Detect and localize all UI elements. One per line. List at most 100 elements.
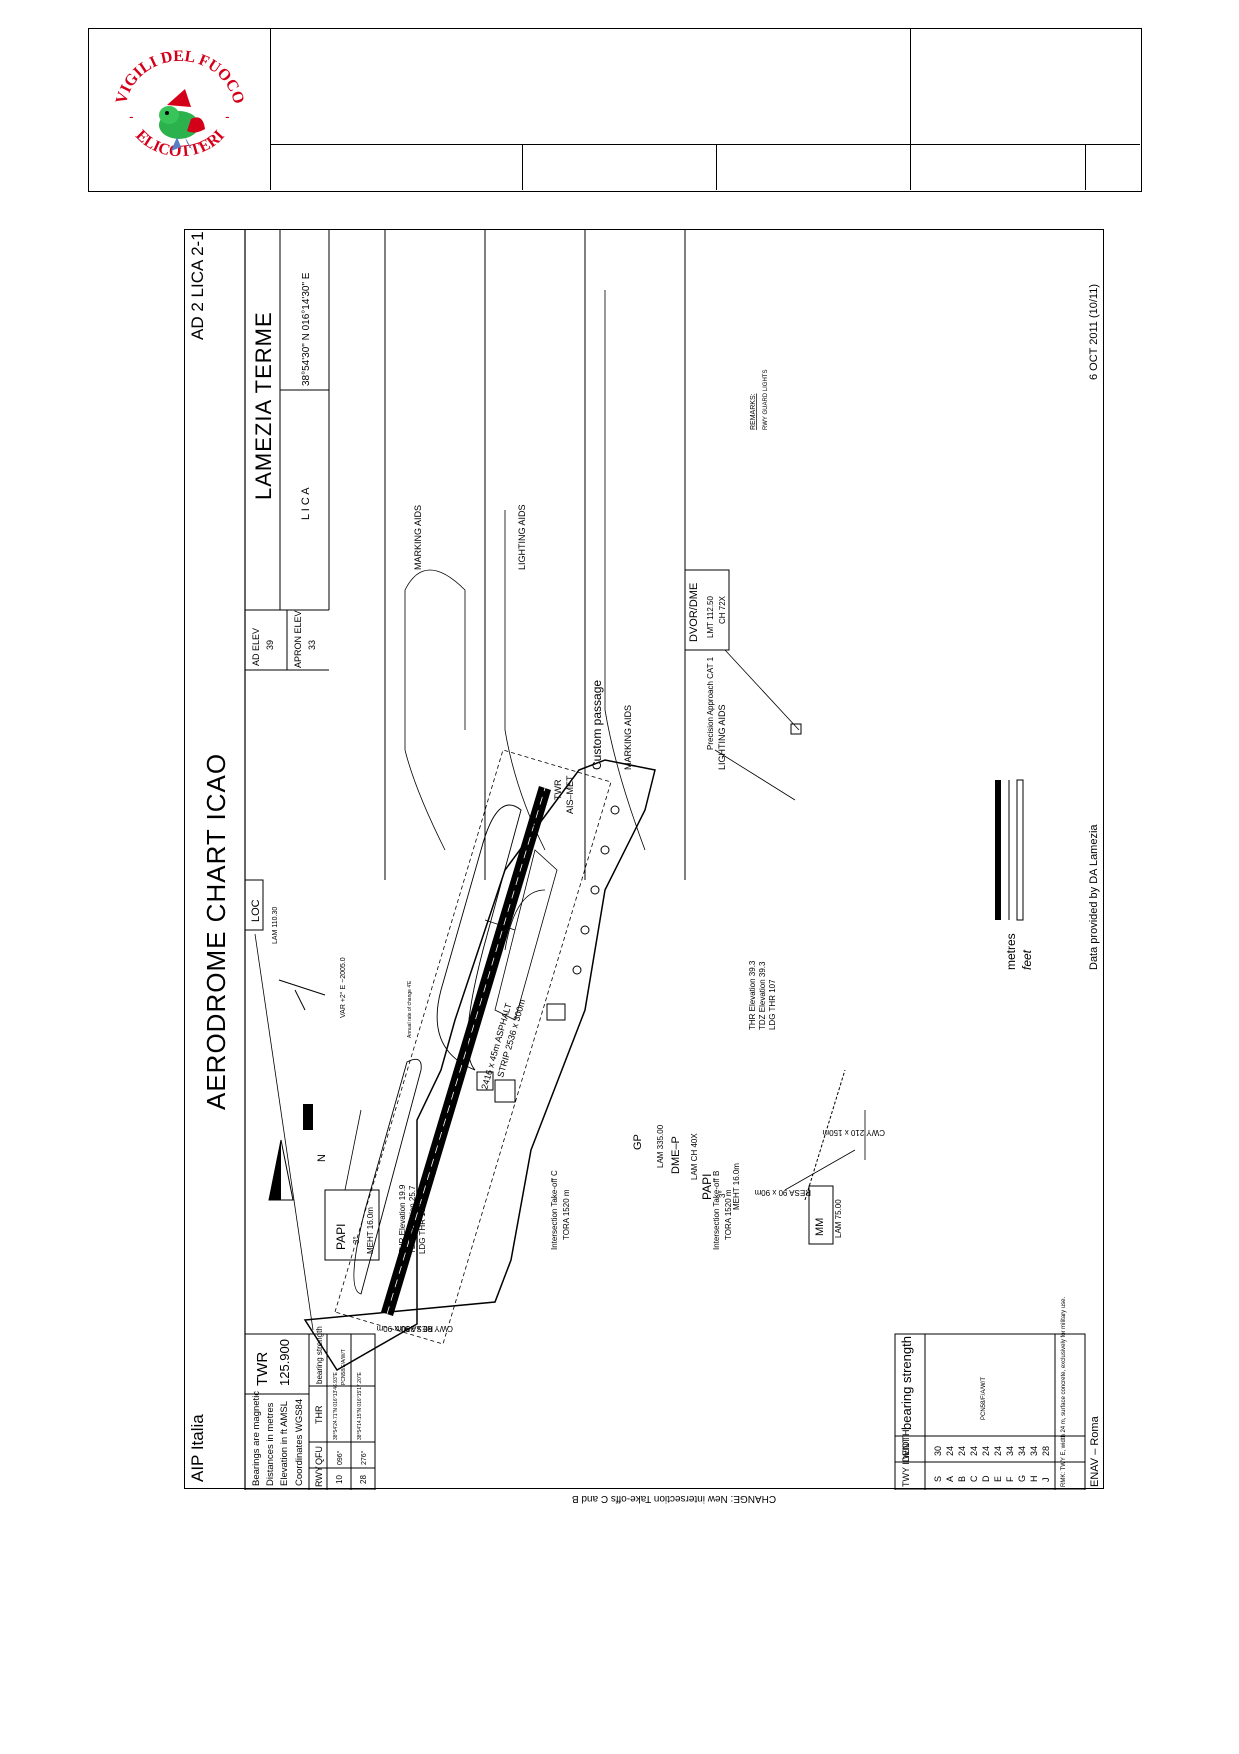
taxiway-e [353,1058,422,1295]
thr-w-elev: THR Elevation 19.9 [398,1184,407,1254]
tdz-e-elev: TDZ Elevation 39.3 [758,961,767,1030]
twy-width: 24 [993,1446,1003,1456]
qfu-header: QFU [314,1446,324,1465]
svg-text:-: - [129,108,134,124]
twy-width: 24 [969,1446,979,1456]
remarks-text: RWY GUARD LIGHTS [763,370,769,430]
twy-table: TWY IDENT WIDTH bearing strength S 30A 24B… [894,1296,1086,1490]
twy-ident: C [969,1475,979,1482]
sub-cell-4 [911,145,1086,190]
loc-freq: LAM 110.30 [272,907,279,944]
twy-ident: F [1005,1476,1015,1482]
loc-label: LOC [250,899,262,922]
runway-strip [334,749,612,1345]
dvor-freq1: LMT 112.50 [706,595,715,638]
mm-label: MM [814,1218,826,1236]
tdz-w-elev: TDZ Elevation 25.7 [408,1185,417,1254]
custom-passage-label: Custom passage [590,680,604,770]
twy-strength-header: bearing strength [899,1336,914,1430]
marking-aids-1: MARKING AIDS [413,505,423,570]
header-table: VIGILI DEL FUOCO ELICOTTERI - - [88,28,1142,192]
bearings-note: Bearings are magnetic [251,1391,262,1486]
var-label: VAR +2° E −2005.0 [339,957,347,1018]
svg-text:metres: metres [1004,933,1018,970]
twy-ident: S [933,1476,943,1482]
aerodrome-info-block: AD ELEV 39 APRON ELEV 33 LAMEZIA TERME L… [245,230,330,671]
int-b-label: Intersection Take-off B [712,1171,721,1250]
title-cell [271,29,911,145]
page-ref: AD 2 LICA 2-1 [188,231,207,340]
footer-left: ENAV – Roma [1089,1415,1101,1487]
scale-bar: metres feet [995,779,1034,970]
annual-change: Annual rate of change 4'E [407,980,413,1038]
north-arrow: N [268,1139,328,1201]
papi-east-label: PAPI [700,1174,714,1200]
coordinates-note: Coordinates WGS84 [294,1399,305,1486]
info-cell [911,29,1140,145]
resa-east: RESA 90 x 90m [754,1188,811,1197]
twy-ident: G [1017,1475,1027,1482]
apron [494,849,558,1021]
strength-header: bearing strength [315,1326,324,1384]
sub-cell-5 [1086,145,1140,190]
twy-remark: RMK: TWY E, width 24 m, surface concrete… [1061,1296,1067,1487]
logo-cell: VIGILI DEL FUOCO ELICOTTERI - - [89,29,271,190]
chart-canvas: AIP Italia AERODROME CHART ICAO AD 2 LIC… [188,230,1101,1490]
marking-aids-2: MARKING AIDS [623,705,633,770]
twy-ident: A [945,1476,955,1482]
twy-strength: PCN58/F/A/W/T [981,1377,987,1420]
vigili-fuoco-logo: VIGILI DEL FUOCO ELICOTTERI - - [113,48,247,161]
apron-elev-value: 33 [307,640,317,650]
twy-header: TWY IDENT [901,1437,911,1487]
twy-ident: J [1041,1478,1051,1483]
footer-right: Data provided by DA Lamezia [1088,824,1100,970]
dme-p-freq: LAM CH 40X [690,1133,699,1180]
thr-10: 38°54'24.71"N 016°13'46.93"E [333,1371,339,1440]
twy-ident: E [993,1476,1003,1482]
lighting-aids-2: LIGHTING AIDS [717,704,727,770]
ad-elev-value: 39 [265,640,275,650]
dvor-label: DVOR/DME [688,583,700,642]
twy-width: 24 [957,1446,967,1456]
ldg-w-thr: LDG THR 107 [418,1203,427,1254]
taxiway-b [436,804,522,1071]
sub-cell-2 [523,145,717,190]
papi-east-angle: 3° [718,1190,727,1198]
rwy-table: RWY QFU THR bearing strength 10 096° 38°… [308,1326,376,1490]
qfu-28: 276° [360,1450,368,1465]
cwy-east: CWY 210 x 150m [822,1128,885,1137]
int-c-tora: TORA 1520 m [562,1189,571,1240]
chart-title: AERODROME CHART ICAO [201,753,231,1110]
papi-west-meht: MEHT 16.0m [366,1207,375,1254]
papi-east-meht: MEHT 16.0m [732,1163,741,1210]
svg-text:N: N [316,1154,328,1162]
twy-width: 34 [1017,1446,1027,1456]
publication-label: AIP Italia [188,1414,207,1482]
twr-freq: 125.900 [277,1339,292,1386]
distances-note: Distances in metres [265,1402,276,1486]
coordinates: 38°54'30" N 016°14'30" E [301,272,312,386]
twy-ident: D [981,1475,991,1482]
twy-width: 24 [981,1446,991,1456]
twy-width: 34 [1029,1446,1039,1456]
twy-ident: B [957,1476,967,1482]
icao-code: L I C A [300,487,312,520]
papi-west-label: PAPI [334,1224,348,1250]
dme-p-label: DME–P [670,1136,682,1174]
papi-west-angle: 3° [352,1236,361,1244]
rwy-28: 28 [359,1475,368,1484]
width-header: WIDTH [901,1430,911,1460]
svg-text:feet: feet [1020,949,1034,970]
mm-freq: LAM 75.00 [834,1199,843,1238]
sub-cell-1 [271,145,523,190]
twy-ident: H [1029,1476,1039,1483]
gp-freq: LAM 335.00 [656,1124,665,1168]
aerodrome-chart: AIP Italia AERODROME CHART ICAO AD 2 LIC… [184,229,1104,1490]
lighting-aids-1: LIGHTING AIDS [517,504,527,570]
twy-width: 30 [933,1446,943,1456]
qfu-10: 096° [336,1450,344,1465]
runway-10-28 [381,786,551,1316]
thr-header: THR [314,1405,324,1424]
twr-ais-label: TWR [553,779,563,800]
twy-width: 28 [1041,1446,1051,1456]
